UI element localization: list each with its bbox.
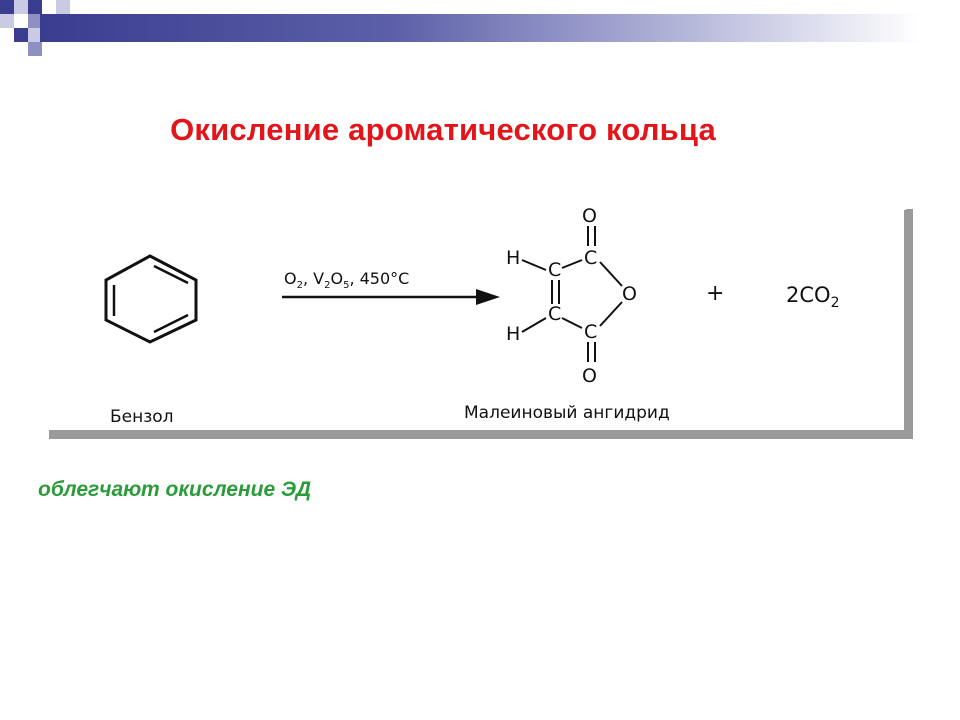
product-label: Малеиновый ангидрид (464, 403, 670, 423)
atom-h-top: H (506, 247, 520, 269)
benzene-label: Бензол (110, 407, 174, 427)
header-bar (40, 14, 920, 42)
maleic-anhydride-bonds (521, 226, 623, 362)
logo (0, 0, 72, 58)
atom-o-top: O (582, 205, 597, 227)
reaction-arrowhead (476, 289, 500, 305)
reaction-diagram: Бензол O2, V2O5, 450°C O H C C O C C H O (0, 190, 960, 460)
atom-c-bottom-right: C (584, 321, 597, 343)
atom-c-top-left: C (548, 259, 561, 281)
atom-o-bottom: O (582, 365, 597, 387)
slide-title: Окисление ароматического кольца (170, 112, 716, 147)
atom-c-top-right: C (584, 247, 597, 269)
atom-o-ring: O (622, 283, 637, 305)
atom-c-bottom-left: C (548, 303, 561, 325)
reaction-svg: Бензол O2, V2O5, 450°C O H C C O C C H O (49, 205, 913, 439)
slide-note: облегчают окисление ЭД (38, 478, 311, 501)
co2-formula: 2CO2 (786, 283, 839, 311)
atom-h-bottom: H (506, 323, 520, 345)
benzene-structure (104, 254, 198, 344)
maleic-anhydride-structure: O H C C O C C H O (506, 205, 637, 387)
conditions-text: O2, V2O5, 450°C (284, 269, 409, 291)
plus-sign: + (706, 281, 724, 306)
